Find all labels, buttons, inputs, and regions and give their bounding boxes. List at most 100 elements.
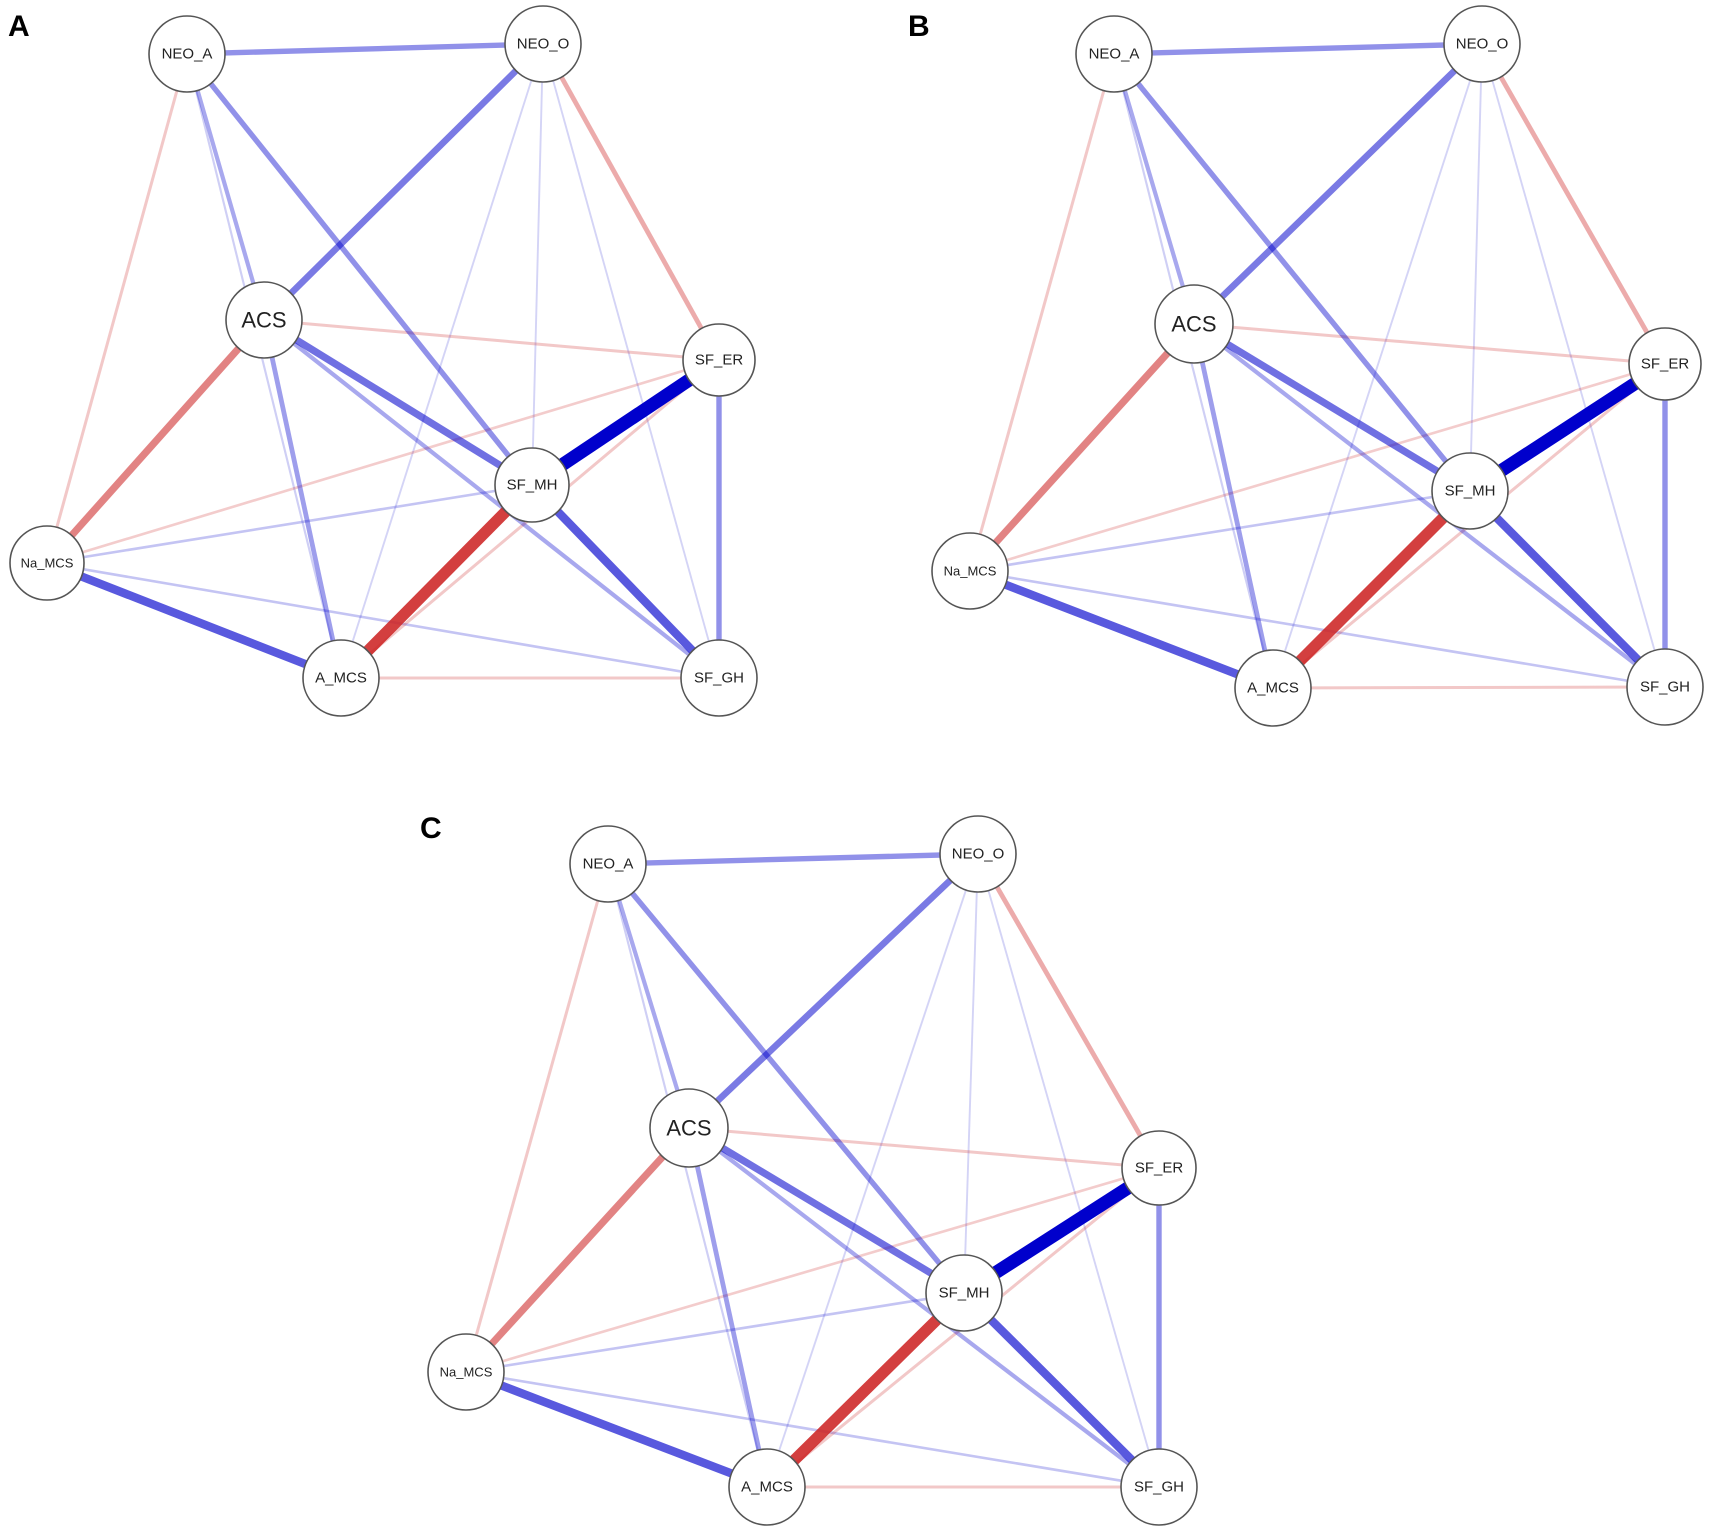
edge-NEO_O-SF_ER: [540, 42, 722, 362]
edge-NEO_A-ACS: [184, 53, 267, 321]
panel-label-c: C: [420, 812, 442, 845]
node-sf-er: SF_ER: [1628, 327, 1702, 401]
node-a-mcs: A_MCS: [728, 1448, 806, 1526]
node-circle: [225, 281, 303, 359]
edge-SF_ER-Na_MCS: [969, 362, 1666, 573]
edge-NEO_O-SF_GH: [542, 43, 720, 679]
node-label: NEO_A: [583, 856, 634, 873]
edges-a: [44, 41, 723, 683]
node-label: A_MCS: [741, 1479, 793, 1496]
edge-SF_MH-SF_GH: [1467, 488, 1668, 690]
node-label: NEO_O: [517, 36, 570, 53]
node-label: NEO_O: [1456, 36, 1509, 53]
node-a-mcs: A_MCS: [302, 639, 380, 717]
node-label: ACS: [241, 308, 286, 333]
node-circle: [1626, 648, 1704, 726]
node-circle: [680, 639, 758, 717]
edge-NEO_O-SF_GH: [977, 853, 1160, 1488]
node-acs: ACS: [649, 1088, 729, 1168]
node-circle: [1121, 1130, 1197, 1206]
node-neo-o: NEO_O: [1443, 5, 1521, 83]
node-label: SF_ER: [695, 352, 744, 369]
node-neo-a: NEO_A: [148, 15, 226, 93]
edge-NEO_O-A_MCS: [340, 43, 544, 679]
panel-label-a: A: [8, 10, 30, 43]
edge-NEO_O-SF_MH: [1469, 43, 1483, 492]
edge-SF_ER-Na_MCS: [465, 1166, 1160, 1374]
edge-NEO_A-Na_MCS: [45, 53, 189, 564]
edge-NEO_A-Na_MCS: [464, 863, 610, 1373]
node-label: SF_MH: [939, 1285, 990, 1302]
edge-NEO_O-A_MCS: [1272, 43, 1483, 689]
node-label: A_MCS: [315, 670, 367, 687]
node-circle: [148, 15, 226, 93]
edge-SF_ER-Na_MCS: [46, 358, 720, 565]
edge-NEO_O-SF_MH: [963, 853, 979, 1294]
edge-SF_MH-A_MCS: [336, 480, 537, 683]
node-label: Na_MCS: [440, 1365, 493, 1380]
edge-ACS-Na_MCS: [44, 317, 267, 566]
node-circle: [931, 532, 1009, 610]
node-label: ACS: [1171, 312, 1216, 337]
edge-ACS-A_MCS: [261, 319, 344, 679]
edge-SF_MH-Na_MCS: [46, 483, 533, 565]
edge-NEO_O-ACS: [686, 851, 981, 1131]
node-circle: [1154, 284, 1234, 364]
edge-ACS-SF_ER: [1193, 322, 1666, 366]
edge-ACS-Na_MCS: [967, 321, 1197, 574]
node-sf-gh: SF_GH: [680, 639, 758, 717]
node-sf-mh: SF_MH: [925, 1254, 1003, 1332]
edge-NEO_A-A_MCS: [606, 863, 769, 1488]
edge-ACS-SF_ER: [688, 1126, 1160, 1170]
edge-NEO_A-NEO_O: [1113, 41, 1483, 57]
edge-NEO_O-A_MCS: [766, 853, 979, 1488]
node-sf-mh: SF_MH: [1431, 452, 1509, 530]
node-neo-o: NEO_O: [939, 815, 1017, 893]
node-circle: [649, 1088, 729, 1168]
node-circle: [504, 5, 582, 83]
edge-SF_MH-SF_GH: [528, 482, 723, 681]
node-circle: [1628, 327, 1702, 401]
edge-SF_MH-SF_GH: [961, 1290, 1162, 1490]
edge-Na_MCS-A_MCS: [968, 567, 1275, 692]
node-label: SF_ER: [1641, 356, 1690, 373]
node-circle: [728, 1448, 806, 1526]
edge-Na_MCS-SF_GH: [465, 1370, 1160, 1489]
edge-NEO_O-ACS: [1191, 41, 1485, 327]
node-acs: ACS: [225, 281, 303, 359]
edges-c: [463, 851, 1163, 1492]
node-acs: ACS: [1154, 284, 1234, 364]
edge-ACS-A_MCS: [1191, 323, 1276, 689]
node-label: Na_MCS: [21, 556, 74, 571]
edge-A_MCS-SF_GH: [1272, 685, 1666, 690]
node-na-mcs: Na_MCS: [9, 525, 85, 601]
node-na-mcs: Na_MCS: [427, 1333, 505, 1411]
node-label: SF_MH: [507, 477, 558, 494]
node-circle: [427, 1333, 505, 1411]
node-label: NEO_O: [952, 846, 1005, 863]
node-label: A_MCS: [1247, 680, 1299, 697]
node-neo-a: NEO_A: [569, 825, 647, 903]
node-label: Na_MCS: [944, 564, 997, 579]
panel-a: A NEO_A NEO_O ACS SF_ER SF_MH Na_MCS A_MCS SF_G…: [8, 5, 758, 717]
panel-label-b: B: [908, 10, 930, 43]
nodes-a: NEO_A NEO_O ACS SF_ER SF_MH Na_MCS A_MCS SF_GH: [9, 5, 758, 717]
edge-NEO_A-A_MCS: [185, 53, 343, 679]
node-na-mcs: Na_MCS: [931, 532, 1009, 610]
edge-NEO_O-ACS: [261, 41, 546, 323]
edge-Na_MCS-A_MCS: [45, 559, 343, 682]
node-neo-a: NEO_A: [1075, 15, 1153, 93]
edge-NEO_O-SF_ER: [1479, 42, 1668, 366]
edge-NEO_A-SF_MH: [1111, 52, 1473, 493]
node-circle: [1431, 452, 1509, 530]
edge-SF_MH-A_MCS: [1268, 486, 1475, 693]
node-a-mcs: A_MCS: [1234, 649, 1312, 727]
node-circle: [682, 323, 756, 397]
edge-NEO_A-ACS: [605, 863, 692, 1129]
node-label: SF_GH: [1134, 1479, 1184, 1496]
node-sf-mh: SF_MH: [494, 447, 570, 523]
